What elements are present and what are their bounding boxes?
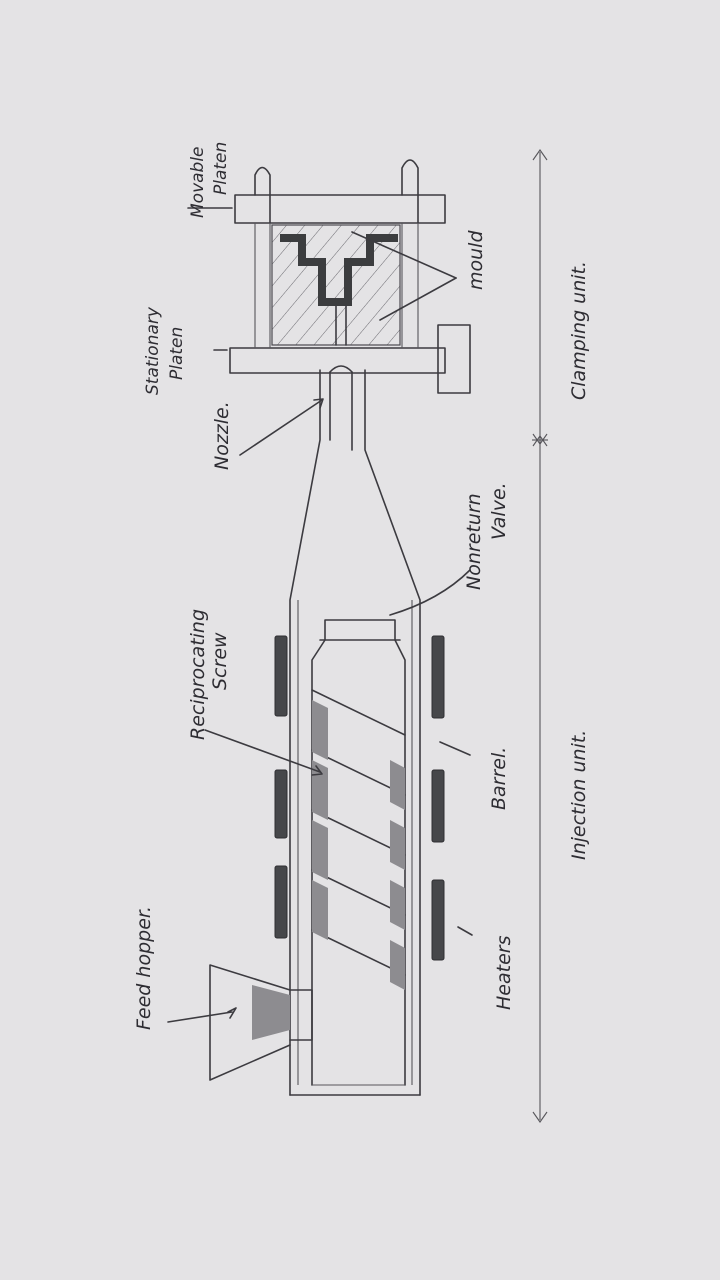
label-mould: mould bbox=[465, 230, 487, 290]
heater-band bbox=[432, 636, 444, 718]
mould bbox=[272, 225, 400, 345]
heater-band bbox=[275, 636, 287, 716]
label-nozzle: Nozzle. bbox=[211, 401, 233, 470]
dimension-lines bbox=[532, 150, 548, 1122]
label-feed-hopper: Feed hopper. bbox=[133, 906, 155, 1030]
feed-hopper bbox=[210, 965, 312, 1080]
pointer-feed-hopper bbox=[168, 1012, 232, 1022]
heater-band bbox=[432, 880, 444, 960]
pointer-barrel bbox=[440, 742, 470, 755]
heater-band bbox=[275, 770, 287, 838]
heater-band bbox=[275, 866, 287, 938]
label-nonreturn-valve-2: Valve. bbox=[488, 482, 510, 540]
label-barrel: Barrel. bbox=[488, 747, 510, 810]
label-injection-unit: Injection unit. bbox=[568, 730, 590, 860]
label-movable-platen-2: Platen bbox=[211, 142, 231, 195]
label-stationary-platen-2: Platen bbox=[167, 327, 187, 380]
label-heaters: Heaters bbox=[493, 935, 515, 1010]
label-clamping-unit: Clamping unit. bbox=[568, 261, 590, 400]
heater-band bbox=[432, 770, 444, 842]
heaters bbox=[275, 636, 444, 960]
pointer-screw bbox=[205, 730, 320, 772]
label-reciprocating-screw-2: Screw bbox=[209, 632, 231, 690]
label-movable-platen: Movable bbox=[188, 146, 208, 218]
label-reciprocating-screw: Reciprocating bbox=[187, 609, 209, 740]
label-nonreturn-valve: Nonreturn bbox=[463, 493, 485, 590]
reciprocating-screw bbox=[312, 620, 405, 1085]
pointer-nozzle bbox=[240, 400, 322, 455]
pointer-heaters bbox=[458, 927, 472, 935]
label-stationary-platen: Stationary bbox=[143, 306, 163, 395]
pointer-valve bbox=[390, 570, 470, 615]
